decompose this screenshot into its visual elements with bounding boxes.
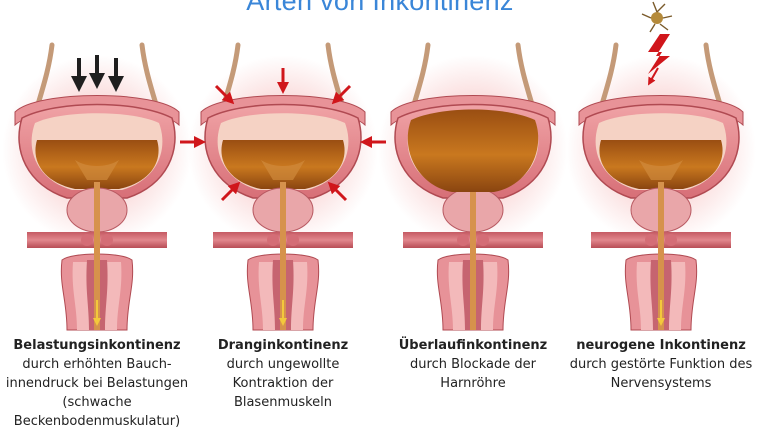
caption-description: durch ungewollte Kontraktion der Blasenm… xyxy=(188,355,378,412)
panel-neurogenic-figure xyxy=(566,2,756,330)
caption-stress: Belastungsinkontinenz durch erhöhten Bau… xyxy=(2,336,192,431)
nerve-cell-icon xyxy=(642,2,672,32)
caption-overflow: Überlaufinkontinenz durch Blockade der H… xyxy=(378,336,568,393)
panel-urge-figure xyxy=(180,45,386,330)
caption-urge: Dranginkontinenz durch ungewollte Kontra… xyxy=(188,336,378,412)
panel-stress-figure xyxy=(2,45,192,330)
panel-overflow-figure xyxy=(378,45,568,330)
caption-description: durch Blockade der Harnröhre xyxy=(378,355,568,393)
caption-heading: Belastungsinkontinenz xyxy=(2,336,192,355)
caption-description: durch gestörte Funktion des Nervensystem… xyxy=(566,355,756,393)
caption-heading: neurogene Inkontinenz xyxy=(566,336,756,355)
caption-description: durch erhöhten Bauch- innendruck bei Bel… xyxy=(2,355,192,431)
caption-heading: Dranginkontinenz xyxy=(188,336,378,355)
caption-heading: Überlaufinkontinenz xyxy=(378,336,568,355)
caption-neurogenic: neurogene Inkontinenz durch gestörte Fun… xyxy=(566,336,756,393)
